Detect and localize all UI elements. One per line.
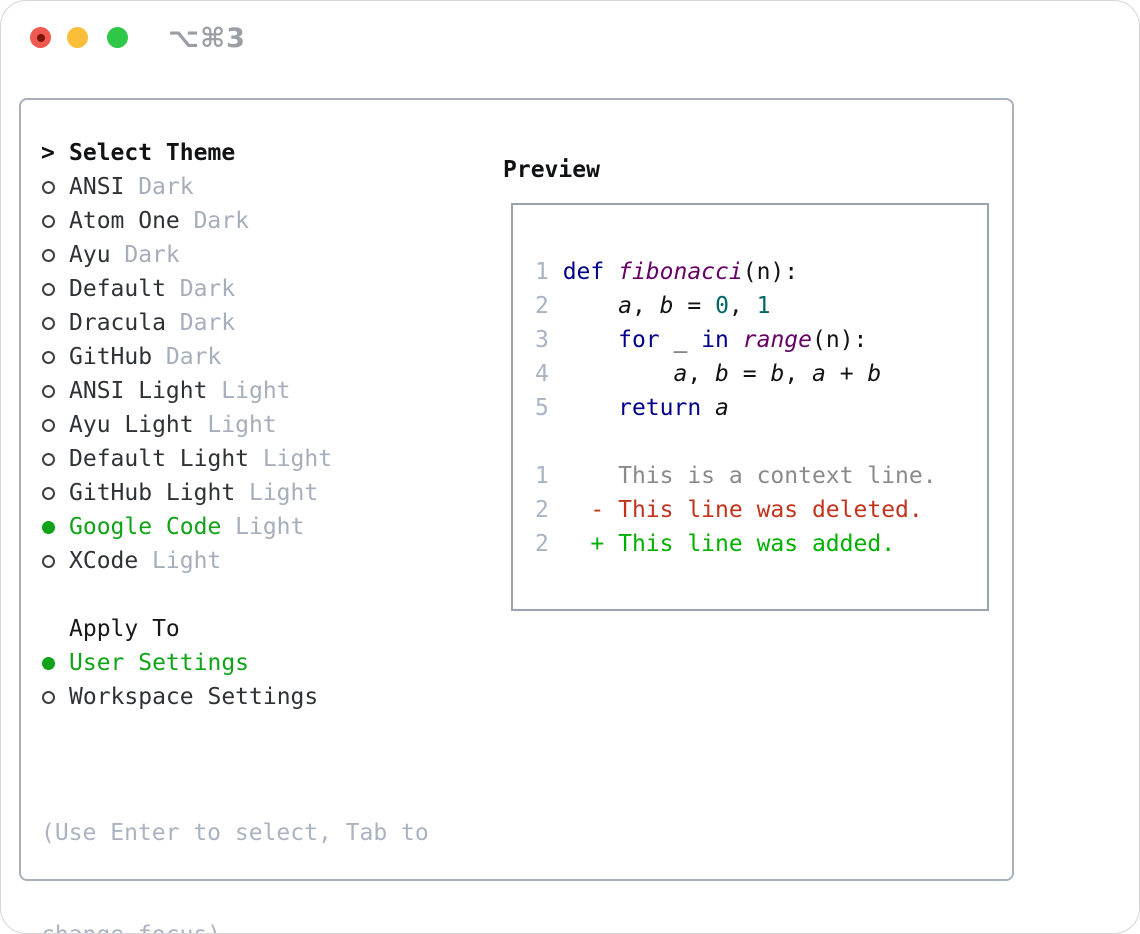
- diff-line-add: 2 + This line was added.: [535, 531, 896, 557]
- theme-item-ayu[interactable]: Ayu Dark: [41, 238, 501, 272]
- line-number: 2: [535, 531, 549, 557]
- line-number: 2: [535, 293, 563, 319]
- theme-variant: Light: [262, 446, 333, 472]
- code-line: 5 return a: [535, 395, 729, 421]
- line-number: 5: [535, 395, 563, 421]
- help-line-1: (Use Enter to select, Tab to: [41, 820, 429, 846]
- diff-line-ctx: 1 This is a context line.: [535, 463, 937, 489]
- zoom-button[interactable]: [107, 27, 128, 48]
- code-line: 3 for _ in range(n):: [535, 327, 868, 353]
- code-line: 4 a, b = b, a + b: [535, 361, 882, 387]
- theme-name: Default Light: [69, 446, 250, 472]
- theme-item-ansi-light[interactable]: ANSI Light Light: [41, 374, 501, 408]
- titlebar: ⌥⌘3: [1, 1, 1139, 73]
- select-theme-header: > Select Theme: [41, 136, 501, 170]
- radio-icon: [42, 282, 55, 296]
- theme-variant: Light: [235, 514, 305, 540]
- theme-variant: Dark: [138, 174, 194, 200]
- code-line: 2 a, b = 0, 1: [535, 293, 771, 319]
- theme-variant: Light: [248, 480, 319, 506]
- line-number: 4: [535, 361, 563, 387]
- theme-name: Google Code: [69, 514, 222, 540]
- apply-option-label: User Settings: [69, 650, 250, 676]
- window-title-shortcut: ⌥⌘3: [168, 23, 246, 54]
- help-text: (Use Enter to select, Tab to change focu…: [41, 748, 501, 933]
- theme-item-xcode[interactable]: XCode Light: [41, 544, 501, 578]
- apply-option-user-settings[interactable]: User Settings: [41, 646, 501, 680]
- select-theme-title: Select Theme: [69, 140, 236, 166]
- apply-option-label: Workspace Settings: [69, 684, 319, 710]
- apply-option-workspace-settings[interactable]: Workspace Settings: [41, 680, 501, 714]
- close-dot-icon: [36, 33, 45, 42]
- radio-icon: [42, 214, 55, 228]
- theme-name: Default: [69, 276, 166, 302]
- spacer: [41, 714, 501, 748]
- theme-name: Atom One: [69, 208, 180, 234]
- code-line: 1 def fibonacci(n):: [535, 259, 799, 285]
- theme-variant: Dark: [179, 310, 236, 336]
- theme-item-github[interactable]: GitHub Dark: [41, 340, 501, 374]
- preview-title: Preview: [503, 157, 600, 183]
- radio-icon: [42, 350, 55, 364]
- theme-name: ANSI Light: [69, 378, 208, 404]
- theme-item-atom-one[interactable]: Atom One Dark: [41, 204, 501, 238]
- theme-variant: Light: [207, 412, 277, 438]
- theme-variant: Dark: [165, 344, 222, 370]
- theme-name: Ayu: [69, 242, 111, 268]
- theme-name: GitHub: [69, 344, 153, 370]
- apply-to-title: Apply To: [69, 616, 180, 642]
- theme-name: ANSI: [69, 174, 125, 200]
- radio-icon: [42, 384, 55, 398]
- theme-variant: Dark: [124, 242, 180, 268]
- radio-icon: [42, 452, 55, 466]
- blank-line: [535, 425, 987, 459]
- close-button[interactable]: [30, 27, 51, 48]
- radio-selected-icon: [42, 656, 55, 670]
- theme-item-default-light[interactable]: Default Light Light: [41, 442, 501, 476]
- code-preview: 1 def fibonacci(n): 2 a, b = 0, 1 3 for _ …: [535, 255, 987, 425]
- theme-variant: Light: [221, 378, 291, 404]
- theme-name: Ayu Light: [69, 412, 194, 438]
- apply-to-header: Apply To: [41, 612, 501, 646]
- theme-name: GitHub Light: [69, 480, 236, 506]
- theme-item-github-light[interactable]: GitHub Light Light: [41, 476, 501, 510]
- theme-item-default[interactable]: Default Dark: [41, 272, 501, 306]
- line-number: 1: [535, 463, 549, 489]
- preview-box: 1 def fibonacci(n): 2 a, b = 0, 1 3 for _ …: [511, 203, 989, 611]
- focus-cursor-icon: >: [41, 140, 55, 166]
- help-line-2: change focus): [41, 918, 501, 933]
- theme-name: XCode: [69, 548, 139, 574]
- radio-selected-icon: [42, 520, 55, 534]
- theme-item-ansi[interactable]: ANSI Dark: [41, 170, 501, 204]
- line-number: 1: [535, 259, 563, 285]
- theme-item-google-code[interactable]: Google Code Light: [41, 510, 501, 544]
- theme-variant: Light: [152, 548, 222, 574]
- radio-icon: [42, 486, 55, 500]
- theme-item-dracula[interactable]: Dracula Dark: [41, 306, 501, 340]
- theme-item-ayu-light[interactable]: Ayu Light Light: [41, 408, 501, 442]
- radio-icon: [42, 316, 55, 330]
- diff-line-del: 2 - This line was deleted.: [535, 497, 923, 523]
- spacer: [41, 578, 501, 612]
- radio-icon: [42, 690, 55, 704]
- line-number: 3: [535, 327, 563, 353]
- diff-preview: 1 This is a context line. 2 - This line w…: [535, 459, 987, 561]
- minimize-button[interactable]: [67, 27, 88, 48]
- radio-icon: [42, 180, 55, 194]
- radio-icon: [42, 554, 55, 568]
- line-number: 2: [535, 497, 549, 523]
- theme-name: Dracula: [69, 310, 166, 336]
- theme-variant: Dark: [193, 208, 249, 234]
- radio-icon: [42, 248, 55, 262]
- radio-icon: [42, 418, 55, 432]
- theme-variant: Dark: [179, 276, 236, 302]
